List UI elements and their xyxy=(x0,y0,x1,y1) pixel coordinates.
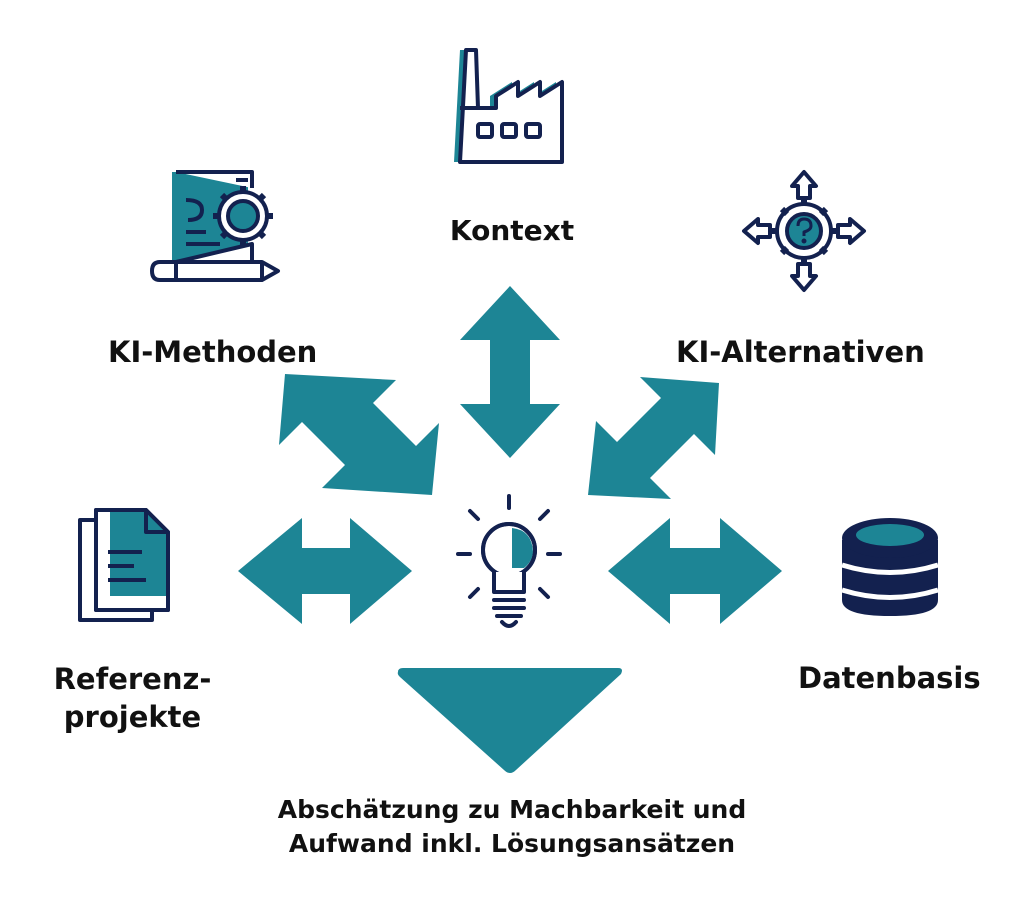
label-referenzprojekte: Referenz- projekte xyxy=(30,660,235,736)
label-ki-alternativen: KI-Alternativen xyxy=(676,335,925,369)
label-kontext: Kontext xyxy=(449,214,575,247)
label-result-line2: Aufwand inkl. Lösungsansätzen xyxy=(288,829,736,858)
arrow-methoden xyxy=(279,374,439,495)
label-referenzprojekte-line1: Referenz- xyxy=(53,662,212,696)
arrow-referenz xyxy=(238,518,412,624)
arrow-kontext xyxy=(460,286,560,458)
document-gear-icon xyxy=(150,170,280,282)
lightbulb-icon xyxy=(456,494,562,628)
arrow-alternativen xyxy=(588,377,719,499)
arrow-datenbasis xyxy=(608,518,782,624)
database-icon xyxy=(841,518,939,616)
label-referenzprojekte-line2: projekte xyxy=(63,700,202,734)
documents-icon xyxy=(78,508,170,622)
gear-question-arrows-icon xyxy=(742,170,866,292)
label-datenbasis: Datenbasis xyxy=(798,661,981,695)
factory-icon xyxy=(454,48,564,164)
label-ki-methoden: KI-Methoden xyxy=(108,335,318,369)
label-result-line1: Abschätzung zu Machbarkeit und xyxy=(277,795,747,824)
result-triangle xyxy=(397,668,622,773)
label-result: Abschätzung zu Machbarkeit und Aufwand i… xyxy=(0,793,1024,861)
